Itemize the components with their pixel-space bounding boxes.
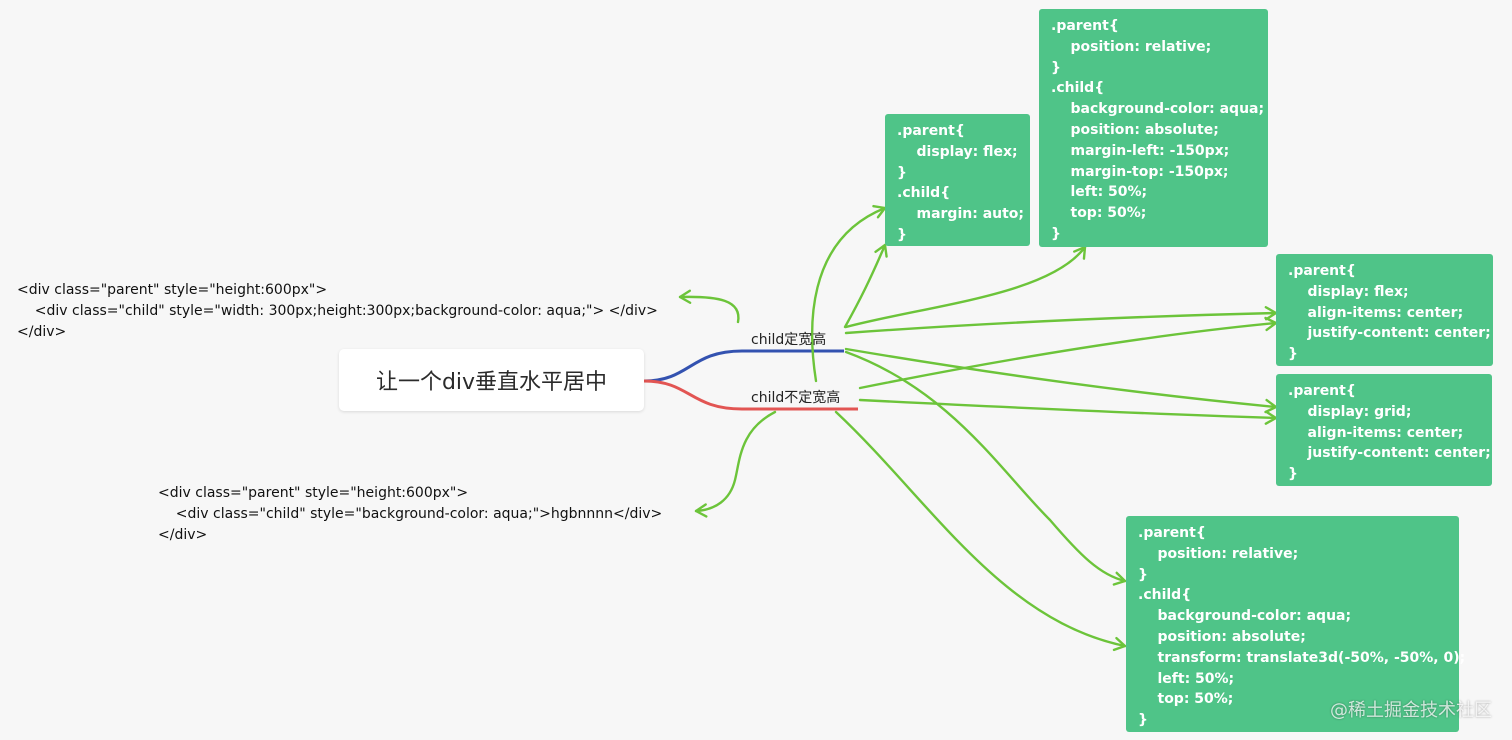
card-line: top: 50%; <box>1051 205 1147 222</box>
card-line: margin-top: -150px; <box>1051 163 1229 180</box>
branch-label-auto-size[interactable]: child不定宽高 <box>751 390 841 406</box>
css-card-flex-margin-auto[interactable]: .parent{ display: flex; } .child{ margin… <box>885 114 1030 246</box>
card-line: justify-content: center; <box>1288 325 1491 342</box>
card-line: } <box>897 226 907 243</box>
css-card-position-transform[interactable]: .parent{ position: relative; } .child{ b… <box>1126 516 1466 732</box>
css-card-position-negative-margin[interactable]: .parent{ position: relative; } .child{ b… <box>1039 9 1268 247</box>
card-line: .parent{ <box>1288 383 1356 399</box>
card-line: background-color: aqua; <box>1051 101 1265 118</box>
mindmap-root-node[interactable]: 让一个div垂直水平居中 <box>339 349 644 411</box>
card-line: top: 50%; <box>1138 691 1234 708</box>
card-line: .child{ <box>1138 587 1192 604</box>
card-line: align-items: center; <box>1288 424 1464 441</box>
html-example-fixed: <div class="parent" style="height:600px"… <box>17 259 658 364</box>
arrow-auto-to-card-flex-margin <box>810 204 887 383</box>
card-line: display: flex; <box>1288 283 1409 300</box>
branch-line-auto <box>643 379 858 411</box>
card-line: .child{ <box>897 185 951 202</box>
card-line: .parent{ <box>1138 525 1206 541</box>
card-line: margin-left: -150px; <box>1051 142 1230 159</box>
card-line: } <box>1051 225 1061 242</box>
card-line: position: absolute; <box>1051 121 1219 138</box>
card-line: justify-content: center; <box>1288 445 1491 462</box>
root-label: 让一个div垂直水平居中 <box>375 370 608 395</box>
arrow-to-html-fixed <box>678 289 740 324</box>
card-line: background-color: aqua; <box>1138 608 1352 625</box>
card-line: position: relative; <box>1138 545 1299 562</box>
card-line: .parent{ <box>1288 263 1356 279</box>
card-line: position: relative; <box>1051 38 1212 55</box>
html-example-fixed-line: <div class="child" style="width: 300px;h… <box>17 303 658 319</box>
html-example-auto-line: </div> <box>158 527 208 543</box>
card-line: } <box>1288 466 1298 483</box>
html-example-fixed-line: </div> <box>17 324 67 340</box>
branch-label-fixed-size[interactable]: child定宽高 <box>751 332 827 348</box>
arrow-fixed-to-card-transform <box>844 350 1127 586</box>
card-line: } <box>897 164 907 181</box>
html-example-auto-line: <div class="parent" style="height:600px"… <box>158 485 469 501</box>
html-example-auto: <div class="parent" style="height:600px"… <box>158 462 662 567</box>
arrow-fixed-to-card-flex-center <box>844 306 1278 335</box>
card-line: display: grid; <box>1288 403 1412 420</box>
card-line: } <box>1288 346 1298 363</box>
watermark: @稀土掘金技术社区 <box>1330 700 1492 721</box>
card-line: margin: auto; <box>897 206 1025 223</box>
arrow-fixed-to-card-grid <box>844 347 1278 414</box>
card-line: .parent{ <box>1051 18 1119 34</box>
card-line: .child{ <box>1051 80 1105 97</box>
card-line: } <box>1051 59 1061 76</box>
card-line: transform: translate3d(-50%, -50%, 0); <box>1138 649 1466 666</box>
css-card-flex-center[interactable]: .parent{ display: flex; align-items: cen… <box>1276 254 1493 366</box>
html-example-auto-line: <div class="child" style="background-col… <box>158 506 663 522</box>
card-line: } <box>1138 712 1148 729</box>
card-line: display: flex; <box>897 143 1018 160</box>
card-line: position: absolute; <box>1138 628 1306 645</box>
css-card-grid-center[interactable]: .parent{ display: grid; align-items: cen… <box>1276 374 1492 486</box>
arrow-fixed-to-card-position-margin <box>844 245 1087 329</box>
card-line: align-items: center; <box>1288 304 1464 321</box>
arrow-to-html-auto <box>694 410 777 518</box>
arrow-auto-to-card-transform <box>834 410 1127 652</box>
branch-line-fixed <box>643 349 844 383</box>
arrow-auto-to-card-grid <box>858 398 1278 425</box>
card-line: } <box>1138 566 1148 583</box>
card-line: left: 50%; <box>1138 670 1235 687</box>
card-line: left: 50%; <box>1051 184 1148 201</box>
arrow-auto-to-card-flex-center <box>858 316 1278 390</box>
arrow-fixed-to-card-flex-margin <box>843 243 888 329</box>
card-line: .parent{ <box>897 123 965 139</box>
html-example-fixed-line: <div class="parent" style="height:600px"… <box>17 282 328 298</box>
